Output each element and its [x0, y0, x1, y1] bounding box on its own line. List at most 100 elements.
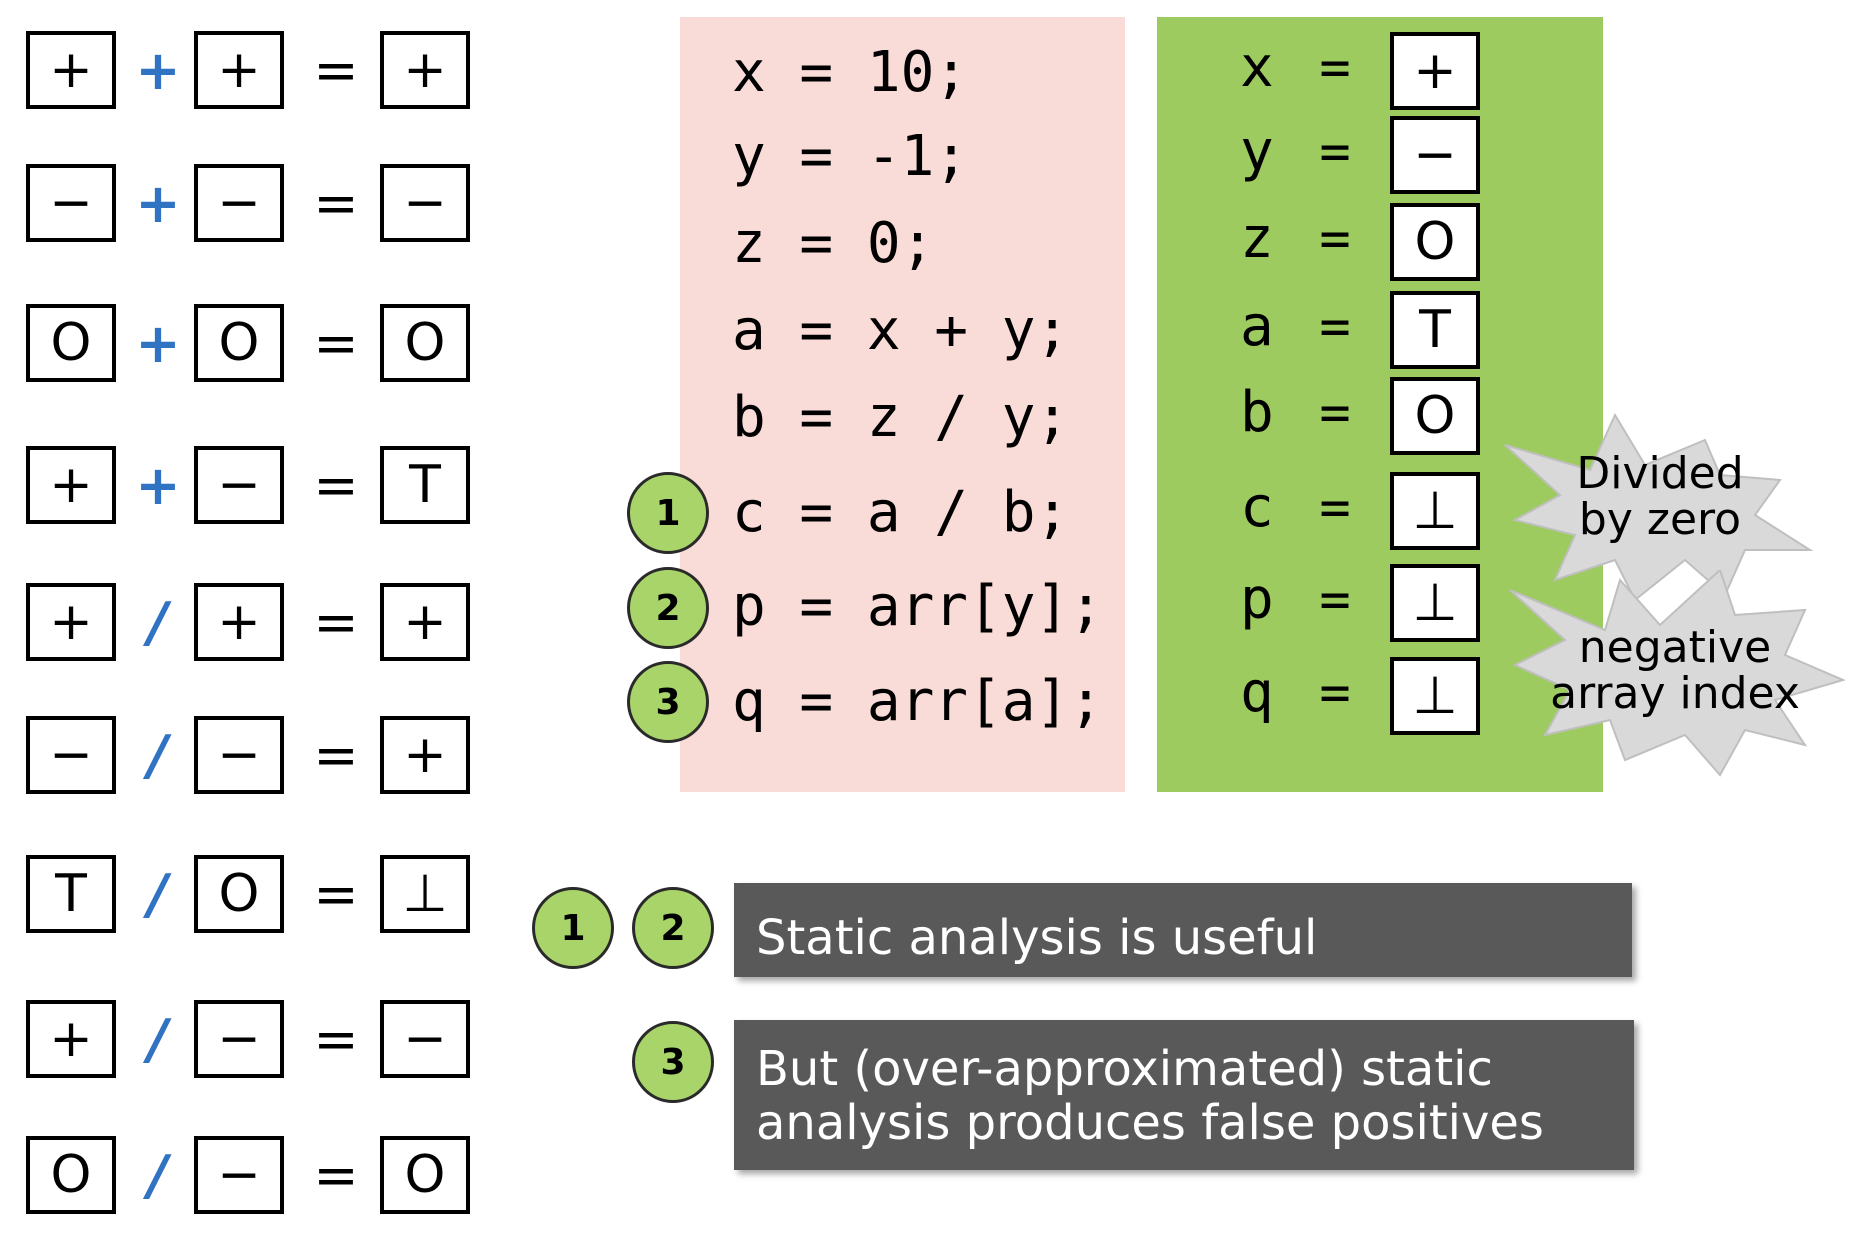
sign-box: O: [26, 1136, 116, 1214]
variable-name: z: [1240, 206, 1274, 271]
result-box: +: [380, 31, 470, 109]
sign-box: +: [26, 583, 116, 661]
result-box: ⊥: [380, 855, 470, 933]
code-line: y = -1;: [732, 124, 969, 189]
abstract-value-box: ⊥: [1390, 472, 1480, 550]
burst-line: Divided: [1576, 448, 1744, 499]
abstract-row: c = ⊥: [1240, 468, 1500, 550]
equals-sign: =: [313, 38, 359, 102]
rule-row: O + O = O: [26, 304, 476, 382]
operator: /: [148, 590, 168, 654]
operator: +: [135, 38, 181, 102]
sign-box: O: [26, 304, 116, 382]
equals-sign: =: [1319, 383, 1351, 443]
equals-sign: =: [313, 1007, 359, 1071]
marker-1: 1: [627, 472, 709, 554]
rule-row: + + + = +: [26, 31, 476, 109]
conclusion-false-positives: But (over-approximated) static analysis …: [734, 1020, 1634, 1170]
starburst-negative-array-index: [1509, 570, 1845, 777]
equals-sign: =: [1319, 297, 1351, 357]
equals-sign: =: [1319, 570, 1351, 630]
burst-text-negative-array-index: negative array index: [1515, 625, 1835, 717]
marker-3: 3: [627, 661, 709, 743]
abstract-row: y = −: [1240, 112, 1500, 194]
starburst-divided-by-zero: [1504, 412, 1814, 602]
marker-3: 3: [632, 1021, 714, 1103]
equals-sign: =: [313, 590, 359, 654]
result-box: T: [380, 446, 470, 524]
abstract-row: a = T: [1240, 287, 1500, 369]
result-box: −: [380, 1000, 470, 1078]
abstract-value-box: +: [1390, 32, 1480, 110]
operator: /: [148, 1007, 168, 1071]
sign-box: +: [26, 1000, 116, 1078]
equals-sign: =: [313, 862, 359, 926]
code-line: a = x + y;: [732, 298, 1070, 363]
conclusion-useful: Static analysis is useful: [734, 883, 1632, 977]
operator: /: [148, 862, 168, 926]
code-line: p = arr[y];: [732, 574, 1103, 639]
marker-2: 2: [632, 887, 714, 969]
abstract-row: b = O: [1240, 373, 1500, 455]
equals-sign: =: [1319, 122, 1351, 182]
rule-row: + / − = −: [26, 1000, 476, 1078]
code-line: c = a / b;: [732, 480, 1070, 545]
marker-1: 1: [532, 887, 614, 969]
abstract-row: x = +: [1240, 28, 1500, 110]
result-box: +: [380, 716, 470, 794]
burst-line: negative: [1578, 622, 1772, 673]
sign-box: −: [194, 164, 284, 242]
rule-row: − / − = +: [26, 716, 476, 794]
sign-box: −: [194, 446, 284, 524]
variable-name: p: [1240, 567, 1274, 632]
equals-sign: =: [313, 1143, 359, 1207]
variable-name: c: [1240, 475, 1274, 540]
abstract-row: q = ⊥: [1240, 653, 1500, 735]
variable-name: b: [1240, 380, 1274, 445]
operator: +: [135, 453, 181, 517]
sign-box: +: [194, 31, 284, 109]
sign-box: +: [194, 583, 284, 661]
burst-line: array index: [1550, 668, 1800, 719]
equals-sign: =: [1319, 663, 1351, 723]
rule-row: O / − = O: [26, 1136, 476, 1214]
rule-row: + + − = T: [26, 446, 476, 524]
equals-sign: =: [313, 171, 359, 235]
result-box: O: [380, 1136, 470, 1214]
operator: +: [135, 171, 181, 235]
conclusion-line: But (over-approximated) static: [756, 1041, 1493, 1097]
code-panel: [680, 17, 1125, 792]
abstract-value-box: ⊥: [1390, 657, 1480, 735]
burst-line: by zero: [1578, 494, 1742, 545]
rule-row: − + − = −: [26, 164, 476, 242]
sign-box: O: [194, 304, 284, 382]
abstract-value-box: −: [1390, 116, 1480, 194]
rule-row: T / O = ⊥: [26, 855, 476, 933]
code-line: x = 10;: [732, 40, 969, 105]
equals-sign: =: [313, 453, 359, 517]
variable-name: q: [1240, 660, 1274, 725]
sign-box: O: [194, 855, 284, 933]
variable-name: a: [1240, 294, 1274, 359]
result-box: +: [380, 583, 470, 661]
sign-box: −: [194, 716, 284, 794]
code-line: q = arr[a];: [732, 669, 1103, 734]
equals-sign: =: [1319, 478, 1351, 538]
abstract-value-box: O: [1390, 377, 1480, 455]
conclusion-line: analysis produces false positives: [756, 1095, 1544, 1151]
operator: /: [148, 723, 168, 787]
abstract-value-box: T: [1390, 291, 1480, 369]
code-line: z = 0;: [732, 211, 935, 276]
rule-row: + / + = +: [26, 583, 476, 661]
operator: /: [148, 1143, 168, 1207]
code-line: b = z / y;: [732, 385, 1070, 450]
abstract-value-box: ⊥: [1390, 564, 1480, 642]
sign-box: T: [26, 855, 116, 933]
equals-sign: =: [313, 723, 359, 787]
abstract-row: z = O: [1240, 199, 1500, 281]
sign-box: +: [26, 446, 116, 524]
result-box: −: [380, 164, 470, 242]
operator: +: [135, 311, 181, 375]
equals-sign: =: [313, 311, 359, 375]
abstract-value-box: O: [1390, 203, 1480, 281]
